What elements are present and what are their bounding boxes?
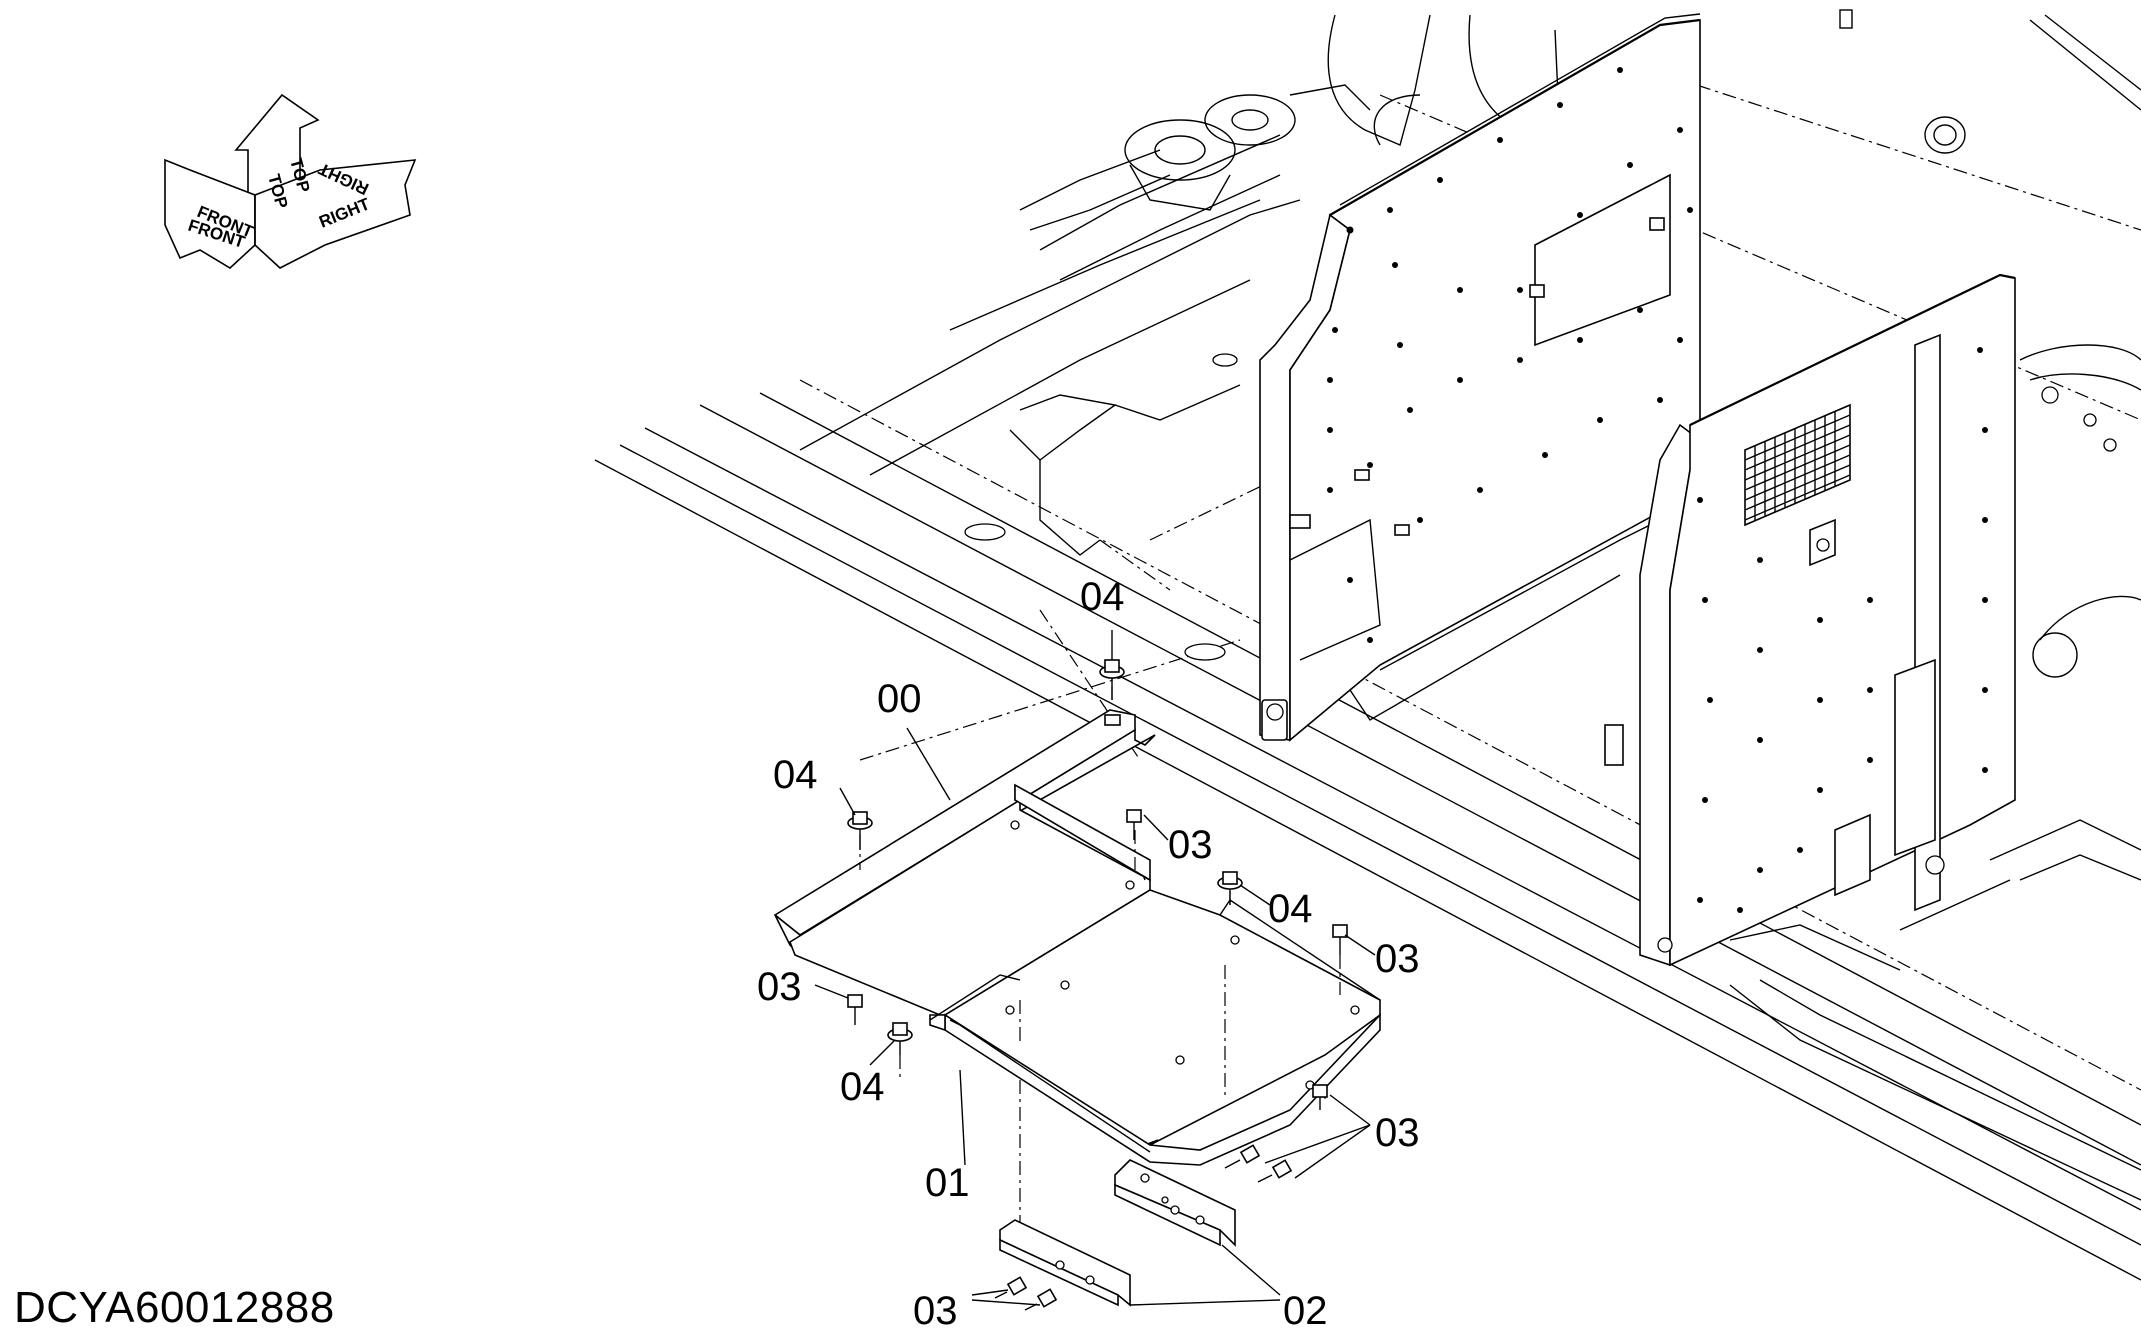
bolt-03-right <box>1332 924 1348 955</box>
bracket-02-left <box>999 1219 1131 1307</box>
bolt-03-b2 <box>1257 1159 1293 1183</box>
callout-03-bottom: 03 <box>913 1289 958 1333</box>
callout-03-left: 03 <box>757 965 802 1009</box>
callout-labels: 04 00 04 03 04 03 03 04 03 01 03 02 <box>757 575 1420 1333</box>
callout-04-low: 04 <box>840 1065 885 1109</box>
callout-03-right: 03 <box>1375 937 1420 981</box>
bolt-03-lowright <box>1312 1084 1328 1110</box>
right-side-panel <box>1604 273 2016 967</box>
callout-03-upper: 03 <box>1168 823 1213 867</box>
bolt-04-left <box>847 811 873 850</box>
panel-holes-right <box>1697 347 1988 913</box>
fasteners <box>847 659 1348 1311</box>
bolt-03-b4 <box>1024 1288 1058 1311</box>
panel-holes <box>1327 67 1693 643</box>
left-side-panel <box>1259 13 1701 742</box>
bolt-03-left <box>847 994 863 1025</box>
bolt-03-upper <box>1126 809 1142 840</box>
bolt-04-mid <box>1217 871 1243 905</box>
vent-grille <box>1744 403 1851 527</box>
callout-02: 02 <box>1283 1289 1328 1333</box>
bracket-02-right <box>1114 1159 1236 1247</box>
callout-00: 00 <box>877 677 922 721</box>
document-id: DCYA60012888 <box>14 1283 335 1332</box>
swing-mechanism <box>1124 9 2141 678</box>
leader-lines <box>814 630 1376 1306</box>
callout-01: 01 <box>925 1161 970 1205</box>
bolt-04-low <box>887 1022 913 1055</box>
callout-04-mid: 04 <box>1268 887 1313 931</box>
cover-assembly <box>773 709 1381 1166</box>
callout-04-left: 04 <box>773 753 818 797</box>
cover-plate-01 <box>943 889 1381 1146</box>
bolt-03-b3 <box>994 1276 1028 1299</box>
bolt-03-b1 <box>1224 1144 1261 1169</box>
callout-03-low-right: 03 <box>1375 1111 1420 1155</box>
frame-outline <box>594 59 2141 1281</box>
bolt-04-top <box>1099 659 1125 700</box>
orientation-indicator: FRONT TOP TOP RIGHT FRONT RIGHT <box>164 93 417 269</box>
callout-04-top: 04 <box>1080 575 1125 619</box>
